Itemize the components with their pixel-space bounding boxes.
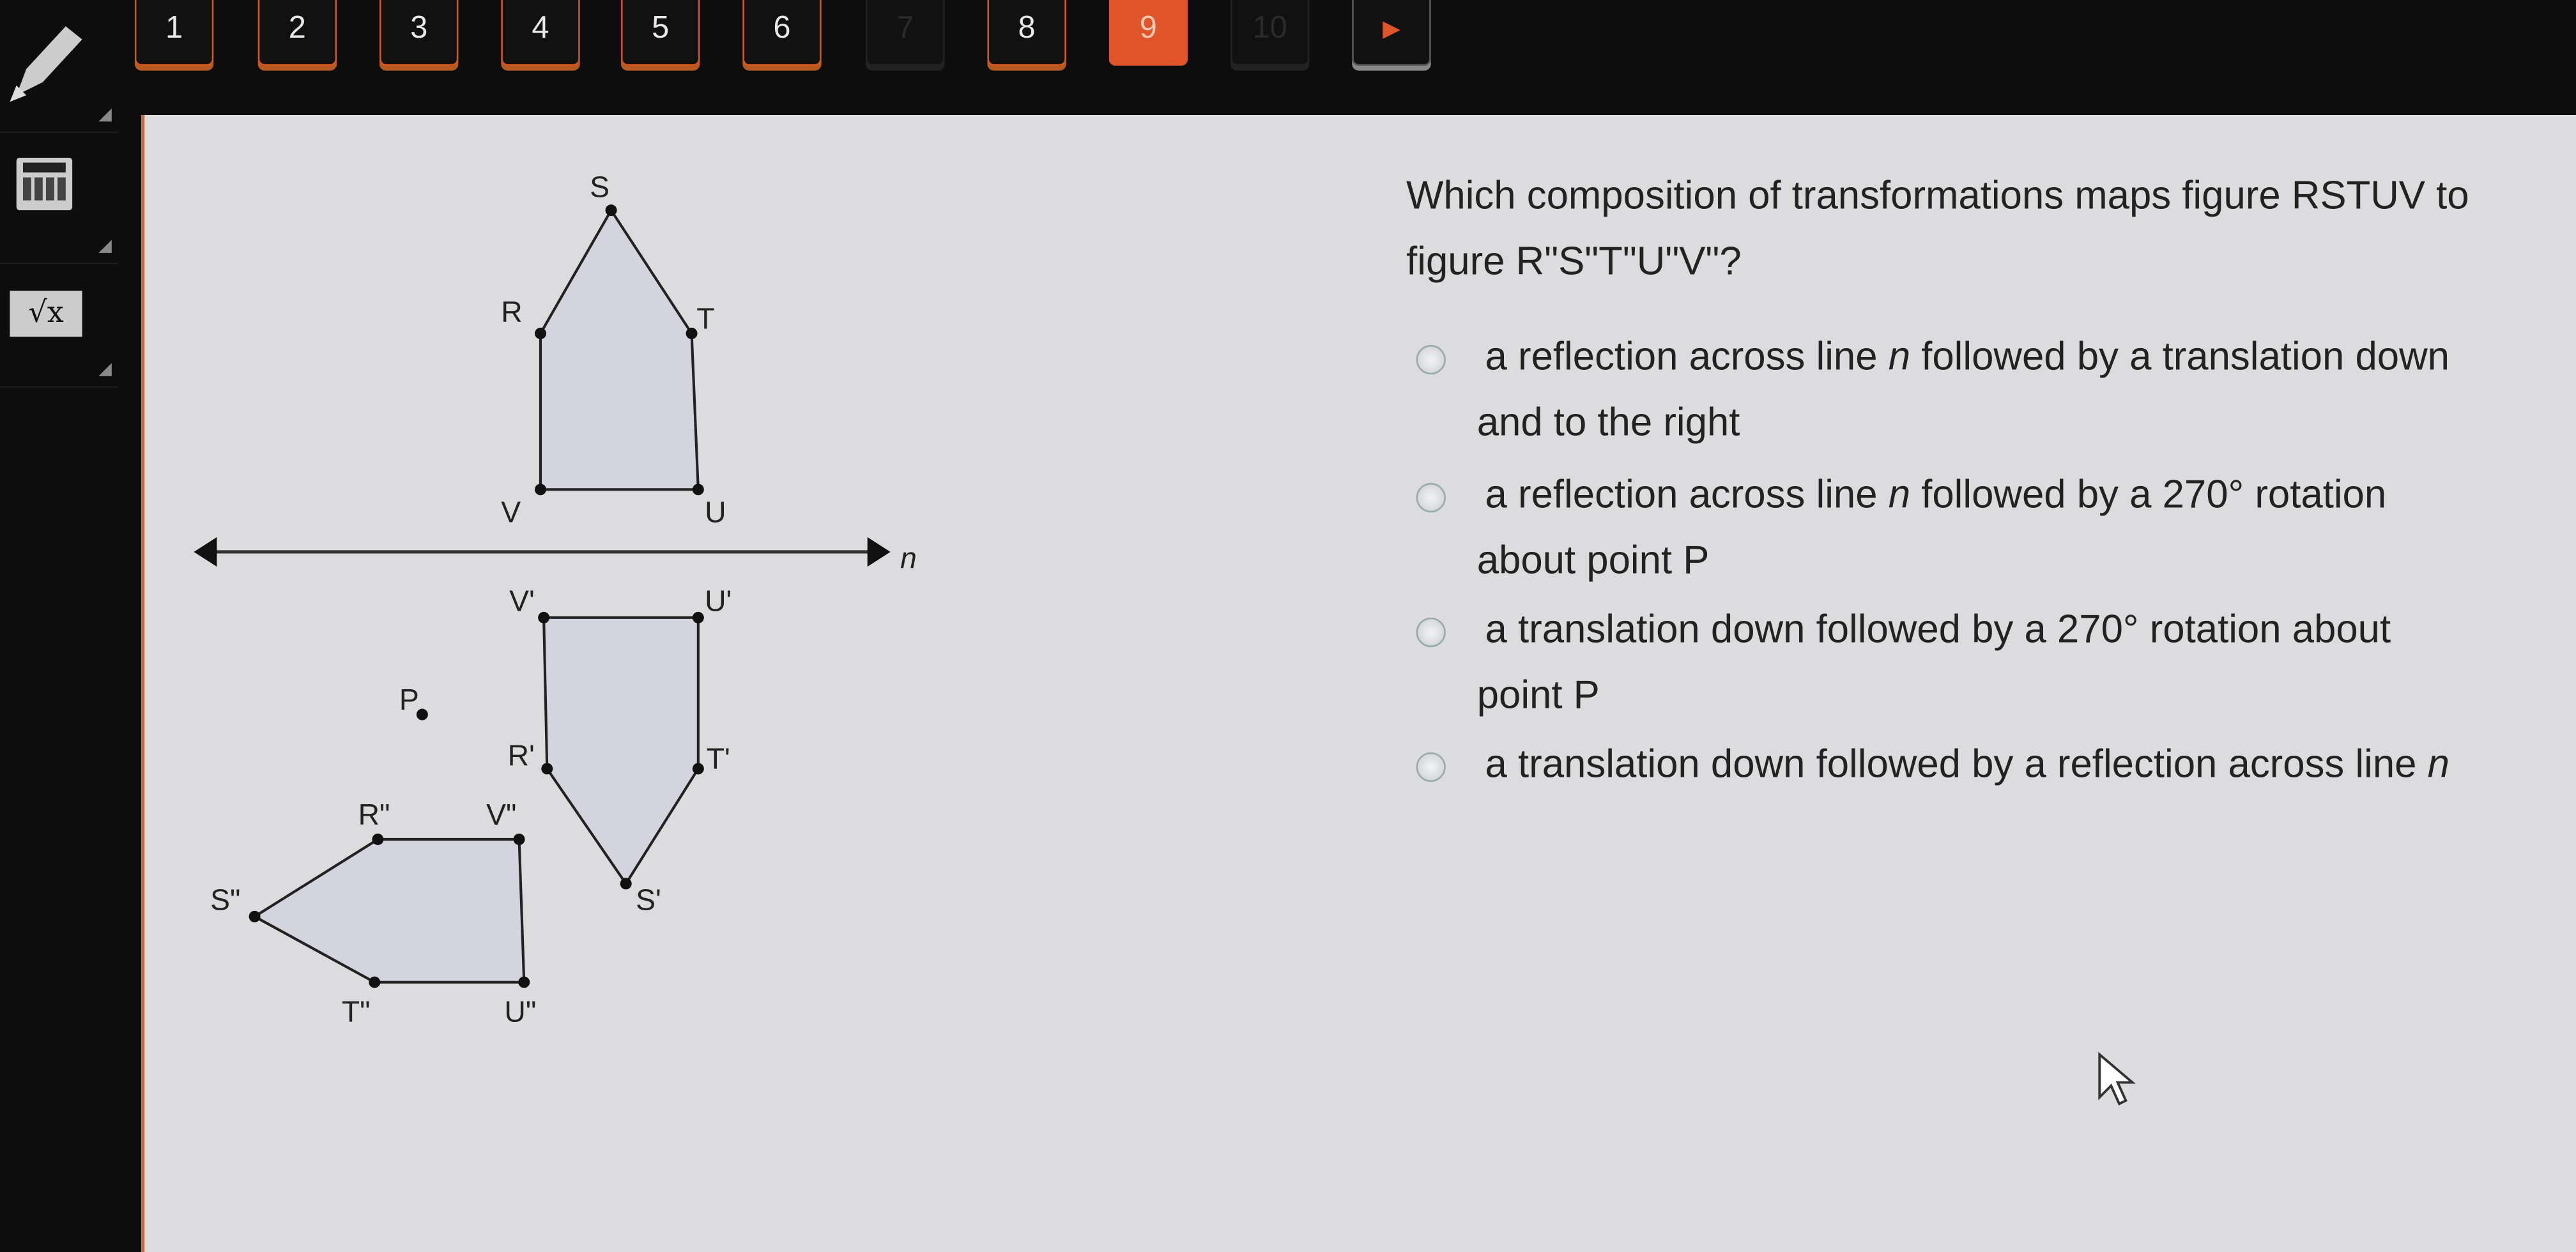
square-root-icon: √x <box>10 291 82 337</box>
option-var: n <box>1888 335 1911 379</box>
figure-rstuv-prime <box>542 616 700 887</box>
question-nav-3[interactable]: 3 <box>379 0 459 66</box>
pencil-tool[interactable] <box>0 0 119 134</box>
label-u: U <box>705 496 726 529</box>
question-nav-5[interactable]: 5 <box>620 0 700 66</box>
label-t: T <box>696 302 714 335</box>
radio-button[interactable] <box>1416 482 1446 513</box>
label-u-prime: U' <box>705 584 732 618</box>
point-p <box>416 708 428 721</box>
mouse-cursor-icon <box>2098 1051 2136 1106</box>
option-text: a translation down followed by a 270° ro… <box>1485 607 2391 652</box>
question-nav-9[interactable]: 9 <box>1108 0 1188 66</box>
option-var: n <box>2427 742 2450 787</box>
option-var: n <box>1888 473 1911 517</box>
label-v: V <box>501 496 521 529</box>
option-text: a translation down followed by a reflect… <box>1485 742 2428 787</box>
question-nav-10[interactable]: 10 <box>1230 0 1310 66</box>
label-v-double-prime: V" <box>486 798 516 831</box>
label-p: P <box>399 683 419 716</box>
line-arrow-right-icon <box>867 537 891 567</box>
label-s: S <box>590 171 610 204</box>
label-s-double-prime: S" <box>210 883 240 917</box>
option-text: a reflection across line <box>1485 335 1889 379</box>
option-text: followed by a 270° rotation <box>1910 473 2387 517</box>
menu-corner-icon <box>98 363 112 376</box>
calculator-icon <box>16 157 73 211</box>
formula-tool[interactable]: √x <box>0 271 119 388</box>
answer-option-2[interactable]: a reflection across line n followed by a… <box>1416 463 2550 595</box>
figure-rstuv-double-prime <box>252 837 526 984</box>
option-text-line2: about point P <box>1476 538 1710 583</box>
answer-option-4[interactable]: a translation down followed by a reflect… <box>1416 733 2550 798</box>
radio-button[interactable] <box>1416 617 1446 648</box>
question-nav-4[interactable]: 4 <box>501 0 580 66</box>
question-text: Which composition of transformations map… <box>1406 174 2469 284</box>
label-t-prime: T' <box>707 742 730 775</box>
question-nav-6[interactable]: 6 <box>742 0 822 66</box>
question-nav-8[interactable]: 8 <box>987 0 1066 66</box>
play-arrow-icon: ▶ <box>1383 15 1400 42</box>
label-s-prime: S' <box>636 883 661 917</box>
option-text-line2: point P <box>1476 673 1600 718</box>
option-text-line2: and to the right <box>1476 401 1740 445</box>
question-nav-1[interactable]: 1 <box>134 0 214 66</box>
radio-button[interactable] <box>1416 752 1446 782</box>
answer-option-1[interactable]: a reflection across line n followed by a… <box>1416 325 2550 457</box>
option-text: followed by a translation down <box>1910 335 2450 379</box>
menu-corner-icon <box>98 108 112 122</box>
next-button[interactable]: ▶ <box>1352 0 1431 66</box>
label-u-double-prime: U" <box>504 995 536 1028</box>
label-v-prime: V' <box>509 584 535 618</box>
answer-option-3[interactable]: a translation down followed by a 270° ro… <box>1416 598 2550 729</box>
label-r: R <box>501 295 522 328</box>
pencil-icon <box>10 26 82 102</box>
option-text: a reflection across line <box>1485 473 1889 517</box>
figure-rstuv <box>539 208 700 491</box>
label-t-double-prime: T" <box>342 995 371 1028</box>
question-nav-7[interactable]: 7 <box>866 0 945 66</box>
radio-button[interactable] <box>1416 344 1446 375</box>
question-nav-2[interactable]: 2 <box>257 0 337 66</box>
line-arrow-left-icon <box>194 537 217 567</box>
calculator-tool[interactable] <box>0 132 119 264</box>
label-r-double-prime: R" <box>358 798 390 831</box>
transformation-figure: R S T U V R' S' T' U' V' R" S" T" U" V" … <box>194 171 917 1028</box>
label-line-n: n <box>900 542 917 575</box>
menu-corner-icon <box>98 240 112 253</box>
label-r-prime: R' <box>508 738 535 772</box>
